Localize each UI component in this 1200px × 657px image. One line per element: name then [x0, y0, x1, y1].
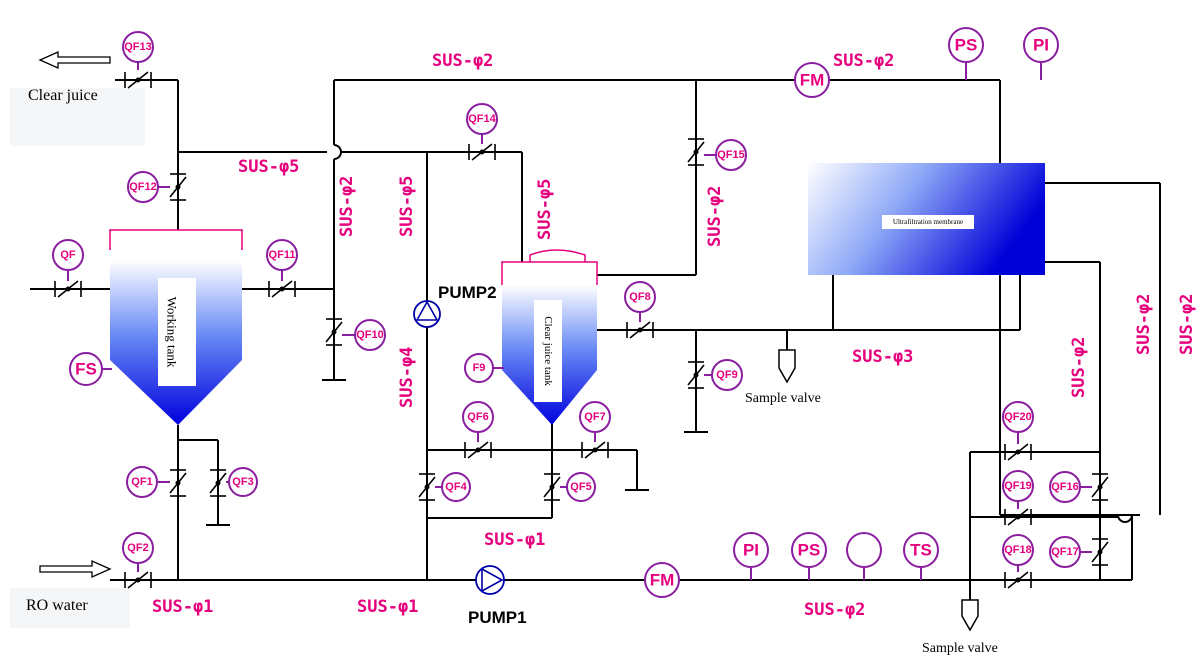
svg-text:QF9: QF9	[716, 369, 737, 381]
svg-text:QF17: QF17	[1051, 546, 1079, 558]
pipe-label: SUS-φ2	[705, 186, 725, 247]
valve-tag-qf20: QF20	[1002, 401, 1034, 444]
valve-tag-qf16: QF16	[1049, 471, 1092, 503]
temperature-switch: TS	[903, 532, 939, 580]
valve-tag-qf17: QF17	[1049, 536, 1092, 568]
svg-text:PI: PI	[1033, 36, 1049, 55]
svg-text:QF15: QF15	[717, 149, 745, 161]
svg-text:QF11: QF11	[269, 249, 296, 261]
valve-tag-qf2: QF2	[122, 532, 154, 572]
pipe-label: SUS-φ5	[238, 157, 299, 177]
clear-juice-tank-label: Clear juice tank	[542, 316, 554, 386]
valve-tag-qf13: QF13	[122, 31, 154, 70]
valve-tag-qf10: QF10	[342, 319, 386, 351]
svg-text:QF18: QF18	[1004, 544, 1032, 556]
uf-membrane-label: Ultrafiltration membrane	[893, 218, 963, 226]
pipe-label: SUS-φ2	[432, 51, 493, 71]
svg-text:FM: FM	[650, 571, 675, 590]
svg-text:QF20: QF20	[1004, 411, 1032, 423]
valve-tag-qf14: QF14	[466, 103, 498, 144]
svg-text:QF5: QF5	[570, 481, 591, 493]
svg-text:F9: F9	[473, 362, 486, 374]
flow-switch: FS	[69, 352, 112, 386]
ro-water-inlet-arrow	[39, 559, 112, 579]
working-tank: Working tank	[109, 229, 243, 425]
svg-text:QF13: QF13	[124, 41, 152, 53]
ultrafiltration-membrane: Ultrafiltration membrane	[808, 163, 1045, 275]
svg-text:QF19: QF19	[1004, 480, 1032, 492]
svg-text:QF7: QF7	[584, 411, 605, 423]
valve-tag-qf15: QF15	[704, 139, 747, 171]
svg-text:QF10: QF10	[356, 329, 384, 341]
pipe-label: SUS-φ3	[852, 347, 913, 367]
ro-water-label: RO water	[26, 597, 88, 614]
valve-tag-qf18: QF18	[1002, 534, 1034, 572]
valve-tag-qf19: QF19	[1002, 470, 1034, 509]
clear-juice-tank: Clear juice tank	[501, 249, 598, 425]
pressure-switch-bottom: PS	[791, 532, 827, 580]
pipe-label: SUS-φ2	[1069, 337, 1089, 398]
valve-tag-qf7: QF7	[579, 401, 611, 442]
valve-tag-qf12: QF12	[127, 171, 170, 203]
svg-text:QF14: QF14	[468, 113, 496, 125]
flow-meter-top: FM	[794, 62, 830, 98]
pipe-network	[30, 79, 1161, 600]
valve-tag-qf8: QF8	[624, 281, 656, 322]
svg-text:FS: FS	[75, 360, 97, 379]
svg-text:QF: QF	[60, 249, 76, 261]
clear-juice-outlet-arrow	[38, 50, 111, 70]
svg-text:QF12: QF12	[129, 181, 157, 193]
sample-valve-top: Sample valve	[745, 349, 821, 406]
working-tank-label: Working tank	[165, 297, 180, 368]
flow-meter-bottom: FM	[644, 562, 680, 598]
sample-valve-bottom-label: Sample valve	[922, 641, 998, 656]
sample-valve-top-label: Sample valve	[745, 391, 821, 406]
pipe-label: SUS-φ2	[804, 600, 865, 620]
pipe-label: SUS-φ4	[397, 347, 417, 408]
pipe-label: SUS-φ2	[1134, 294, 1154, 355]
sample-valve-bottom: Sample valve	[922, 599, 998, 656]
pipe-label: SUS-φ5	[397, 176, 417, 237]
svg-text:PI: PI	[743, 541, 759, 560]
pressure-switch-top: PS	[948, 27, 984, 80]
valve-tag-qf5: QF5	[560, 472, 596, 502]
pipe-label: SUS-φ2	[337, 176, 357, 237]
svg-text:PS: PS	[798, 541, 821, 560]
blank-instrument	[846, 532, 882, 580]
svg-text:FM: FM	[800, 71, 825, 90]
pipe-label: SUS-φ1	[484, 530, 545, 550]
valve-tag-qf3: QF3	[226, 467, 258, 497]
valve-tag-qf9: QF9	[704, 359, 743, 391]
valve-tag-qf1: QF1	[126, 466, 170, 498]
svg-text:QF16: QF16	[1051, 481, 1079, 493]
pump2: PUMP2	[413, 283, 497, 328]
valve-tag-qf4: QF4	[435, 472, 471, 502]
pipe-label: SUS-φ2	[833, 51, 894, 71]
valve-tag-qf11: QF11	[266, 239, 298, 281]
svg-text:QF3: QF3	[232, 476, 253, 488]
pressure-indicator-bottom: PI	[733, 532, 769, 580]
svg-text:QF1: QF1	[131, 476, 152, 488]
pipe-label: SUS-φ5	[535, 179, 555, 240]
svg-text:QF8: QF8	[629, 291, 650, 303]
f9-sensor: F9	[464, 353, 504, 383]
svg-text:QF6: QF6	[467, 411, 488, 423]
pipe-label: SUS-φ1	[152, 597, 213, 617]
svg-text:PS: PS	[955, 36, 978, 55]
pump1-label: PUMP1	[468, 608, 527, 627]
pressure-indicator-top: PI	[1023, 27, 1059, 80]
pipe-label: SUS-φ2	[1177, 294, 1197, 355]
pump2-label: PUMP2	[438, 283, 497, 302]
valve-tag-qf: QF	[52, 239, 84, 281]
pipe-label: SUS-φ1	[357, 597, 418, 617]
svg-text:TS: TS	[910, 541, 932, 560]
valve-tag-qf6: QF6	[462, 401, 494, 442]
valve-bodies	[54, 71, 1109, 589]
svg-text:QF2: QF2	[127, 542, 148, 554]
pump1: PUMP1	[468, 565, 527, 627]
clear-juice-label: Clear juice	[28, 87, 98, 104]
svg-text:QF4: QF4	[445, 481, 467, 493]
